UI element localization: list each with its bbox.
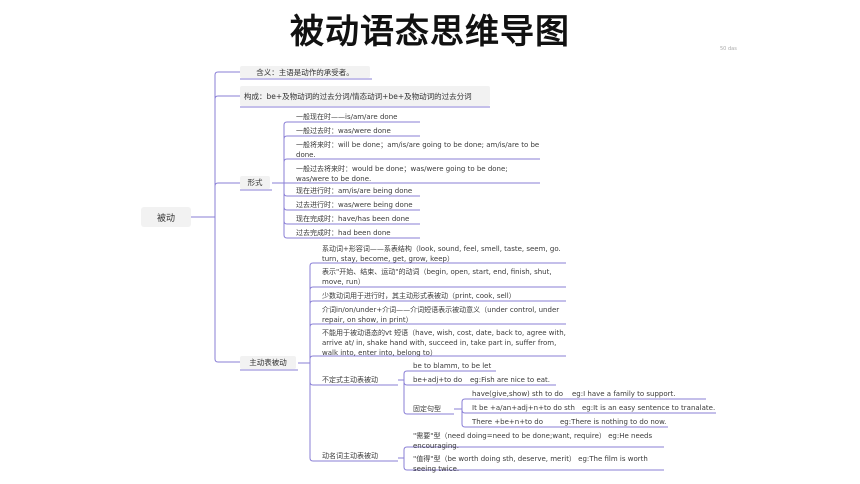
form-simple-past: 一般过去时：was/were done (296, 127, 391, 135)
active-linking-verb: 系动词+形容词——系表结构（look, sound, feel, smell, … (322, 245, 561, 263)
link-gerund-0 (398, 446, 664, 459)
form-simple-future: 一般将来时：will be done；am/is/are going to be… (296, 141, 540, 159)
active-vt-phrase: 不能用于被动语态的vt 短语（have, wish, cost, date, b… (322, 329, 566, 357)
fixed-item-1: have(give,show) sth to do (472, 390, 564, 398)
link-root-0 (191, 71, 240, 218)
form-present-perfect: 现在完成时：have/has been done (296, 215, 410, 223)
node-structure: 构成：be+及物动词的过去分词/情态动词+be+及物动词的过去分词 (240, 86, 490, 106)
link-active-6 (298, 362, 398, 462)
link-forms-2 (272, 158, 540, 184)
link-active-1 (298, 286, 566, 364)
link-forms-1 (272, 135, 420, 184)
root-node: 被动 (141, 207, 191, 227)
infinitive-item2-example: eg:Fish are nice to eat. (470, 376, 551, 384)
watermark-logo: 50 das (720, 46, 737, 52)
infinitive-item1: be to blamm, to be let (413, 362, 492, 370)
infinitive-fixed: 固定句型 (413, 405, 441, 413)
form-present-progressive: 现在进行时：am/is/are being done (296, 187, 413, 195)
active-gerund: 动名词主动表被动 (322, 452, 378, 460)
page-title: 被动语态思维导图 (290, 12, 570, 52)
fixed-item-1-example: eg:I have a family to support. (572, 390, 676, 398)
link-infinitive-2 (398, 379, 454, 415)
gerund-worth-type: "值得"型（be worth doing sth, deserve, merit… (413, 455, 648, 473)
form-past-progressive: 过去进行时：was/were being done (296, 201, 413, 209)
node-meaning: 含义：主语是动作的承受者。 (240, 66, 370, 78)
link-forms-7 (272, 182, 420, 239)
form-simple-present: 一般现在时——is/am/are done (296, 113, 398, 121)
active-start-end-verb: 表示"开始、结束、运动"的动词（begin, open, start, end,… (322, 268, 552, 286)
link-root-2 (191, 182, 240, 218)
active-prepositional-phrase: 介词in/on/under+介词——介词短语表示被动意义（under contr… (322, 306, 560, 324)
infinitive-item2: be+adj+to do (413, 376, 463, 384)
form-past-perfect: 过去完成时：had been done (296, 229, 391, 237)
link-active-0 (298, 262, 566, 364)
link-fixed-0 (454, 398, 706, 410)
active-progressive-verb: 少数动词用于进行时，其主动形式表被动（print, cook, sell） (322, 292, 516, 300)
fixed-item-3-example: eg:There is nothing to do now. (560, 418, 667, 426)
link-root-1 (191, 95, 240, 218)
link-active-4 (298, 355, 566, 364)
link-root-3 (191, 216, 240, 363)
link-gerund-1 (398, 457, 664, 471)
link-active-3 (298, 323, 566, 364)
link-active-2 (298, 300, 566, 364)
link-forms-0 (272, 121, 420, 184)
link-infinitive-0 (398, 370, 496, 381)
active-infinitive: 不定式主动表被动 (322, 376, 378, 384)
fixed-item-3: There +be+n+to do (472, 418, 544, 426)
fixed-item-2-example: eg:It is an easy sentence to tranalate. (582, 404, 716, 412)
fixed-item-2: It be +a/an+adj+n+to do sth (472, 404, 575, 412)
form-past-future: 一般过去将来时：would be done；was/were going to … (296, 165, 508, 183)
node-forms: 形式 (240, 176, 270, 189)
link-fixed-2 (454, 408, 668, 428)
gerund-need-type: "需要"型（need doing=need to be done;want, r… (413, 432, 653, 450)
node-active-passive: 主动表被动 (240, 356, 296, 369)
